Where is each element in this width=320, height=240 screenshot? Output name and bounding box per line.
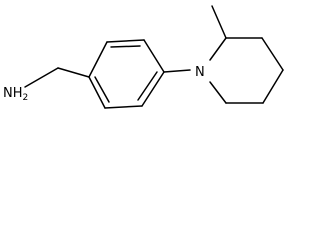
bond-ch2-ring	[57, 67, 90, 78]
piperidine-bond-3	[261, 37, 284, 71]
benzene-double-bond-b	[137, 71, 158, 101]
benzene-bond-2	[104, 105, 143, 109]
piperidine-ring	[209, 37, 284, 104]
benzene-bond-3	[141, 71, 165, 107]
amine-label-subscript: 2	[23, 93, 29, 103]
aminomethyl-group	[24, 67, 90, 88]
piperidine-bond-4	[262, 69, 284, 104]
chemical-structure-diagram: NH2 N	[3, 5, 284, 109]
benzene-bond-6	[88, 41, 108, 78]
piperidine-bond-1	[209, 37, 227, 61]
bond-n-ch2	[24, 67, 59, 88]
benzene-bond-5	[106, 39, 145, 43]
amine-label: NH2	[3, 86, 28, 103]
benzene-ring	[88, 39, 165, 109]
amine-label-text: NH	[3, 86, 23, 101]
piperidine-bond-6	[209, 81, 227, 104]
methyl-bond	[211, 5, 227, 39]
benzene-bond-4	[143, 39, 165, 73]
benzene-double-bond-a	[94, 76, 110, 103]
bond-ring-n	[163, 69, 191, 73]
benzene-bond-1	[88, 76, 106, 109]
piperidine-nitrogen-label: N	[195, 65, 205, 80]
benzene-double-bond-c	[110, 45, 141, 48]
